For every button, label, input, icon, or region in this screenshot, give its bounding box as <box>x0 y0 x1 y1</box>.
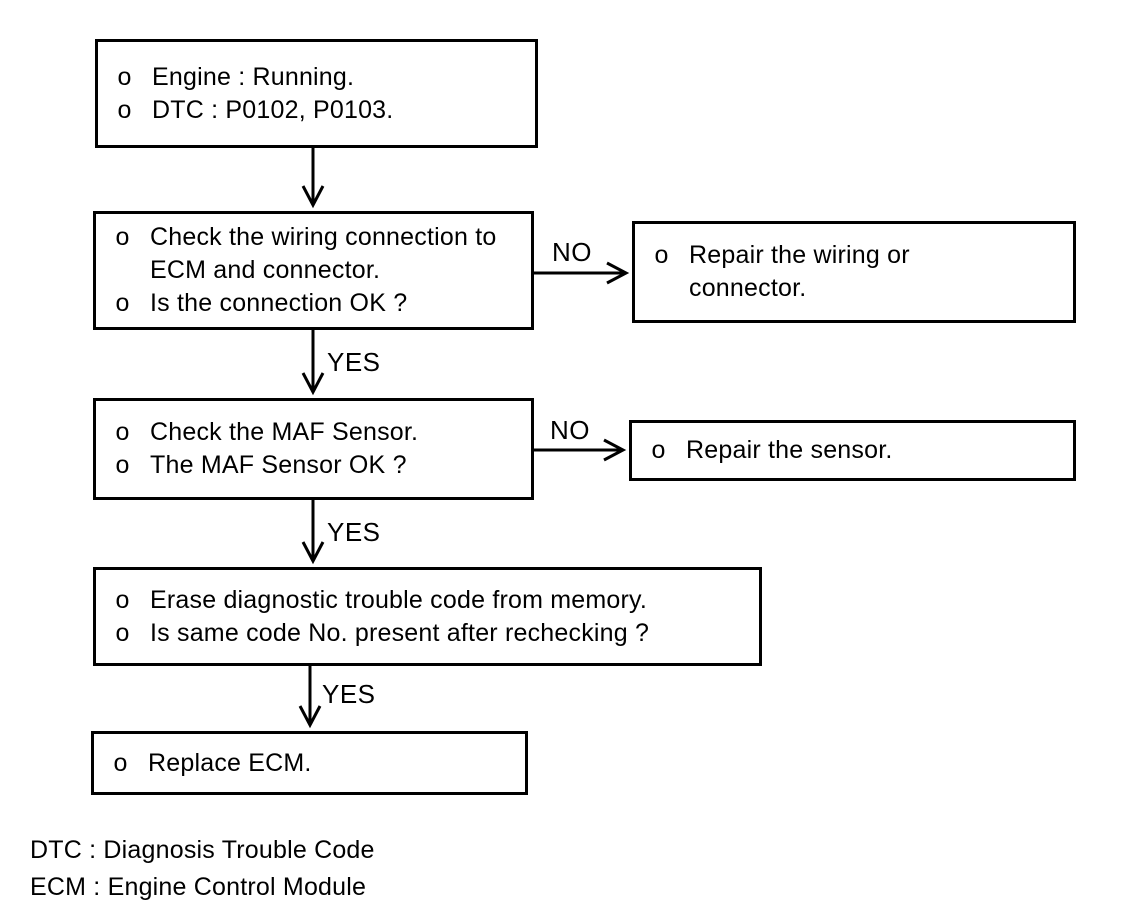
bullet-item: o Is the connection OK ? <box>115 287 523 320</box>
edge-label-yes-erase: YES <box>322 679 376 709</box>
bullet-item: o Check the MAF Sensor. <box>115 416 523 449</box>
legend-line-ecm: ECM : Engine Control Module <box>30 873 367 901</box>
bullet-text: Engine : Running. <box>152 62 355 91</box>
bullet-marker: o <box>117 95 132 124</box>
bullet-text: Repair the sensor. <box>686 436 893 464</box>
bullet-text: Repair the wiring or connector. <box>689 241 910 302</box>
bullet-text: Is same code No. present after recheckin… <box>150 618 650 647</box>
bullet-item: o Repair the wiring or connector. <box>654 239 1065 305</box>
bullet-marker: o <box>115 223 130 251</box>
bullet-marker: o <box>115 289 130 317</box>
node-replace-ecm: o Replace ECM. <box>91 731 528 795</box>
bullet-marker: o <box>113 748 128 777</box>
edge-label-no-wiring: NO <box>552 237 592 267</box>
bullet-item: o DTC : P0102, P0103. <box>117 94 527 127</box>
bullet-text: Check the wiring connection to ECM and c… <box>150 223 497 284</box>
bullet-item: o Engine : Running. <box>117 61 527 94</box>
bullet-item: o Replace ECM. <box>113 747 517 780</box>
legend-line-dtc: DTC : Diagnosis Trouble Code <box>30 836 375 864</box>
bullet-text: DTC : P0102, P0103. <box>152 95 394 124</box>
node-engine-status: o Engine : Running. o DTC : P0102, P0103… <box>95 39 538 148</box>
edge-label-yes-maf: YES <box>327 517 381 547</box>
edge-label-yes-wiring: YES <box>327 347 381 377</box>
bullet-marker: o <box>654 241 669 269</box>
bullet-marker: o <box>115 618 130 647</box>
node-erase-dtc: o Erase diagnostic trouble code from mem… <box>93 567 762 666</box>
bullet-marker: o <box>115 585 130 614</box>
bullet-marker: o <box>117 62 132 91</box>
bullet-text: Replace ECM. <box>148 748 312 777</box>
bullet-item: o Erase diagnostic trouble code from mem… <box>115 584 751 617</box>
bullet-text: The MAF Sensor OK ? <box>150 451 407 479</box>
node-check-wiring-connection: o Check the wiring connection to ECM and… <box>93 211 534 330</box>
abbreviation-legend: DTC : Diagnosis Trouble Code ECM : Engin… <box>30 832 375 906</box>
bullet-item: o Is same code No. present after recheck… <box>115 617 751 650</box>
bullet-text: Is the connection OK ? <box>150 289 408 317</box>
node-repair-wiring: o Repair the wiring or connector. <box>632 221 1076 323</box>
node-repair-sensor: o Repair the sensor. <box>629 420 1076 481</box>
bullet-item: o Repair the sensor. <box>651 434 1065 467</box>
bullet-text: Erase diagnostic trouble code from memor… <box>150 585 648 614</box>
edge-label-no-maf: NO <box>550 415 590 445</box>
bullet-marker: o <box>651 436 666 464</box>
bullet-marker: o <box>115 418 130 446</box>
bullet-text: Check the MAF Sensor. <box>150 418 419 446</box>
bullet-marker: o <box>115 451 130 479</box>
bullet-item: o Check the wiring connection to ECM and… <box>115 221 523 287</box>
bullet-item: o The MAF Sensor OK ? <box>115 449 523 482</box>
node-check-maf-sensor: o Check the MAF Sensor. o The MAF Sensor… <box>93 398 534 500</box>
